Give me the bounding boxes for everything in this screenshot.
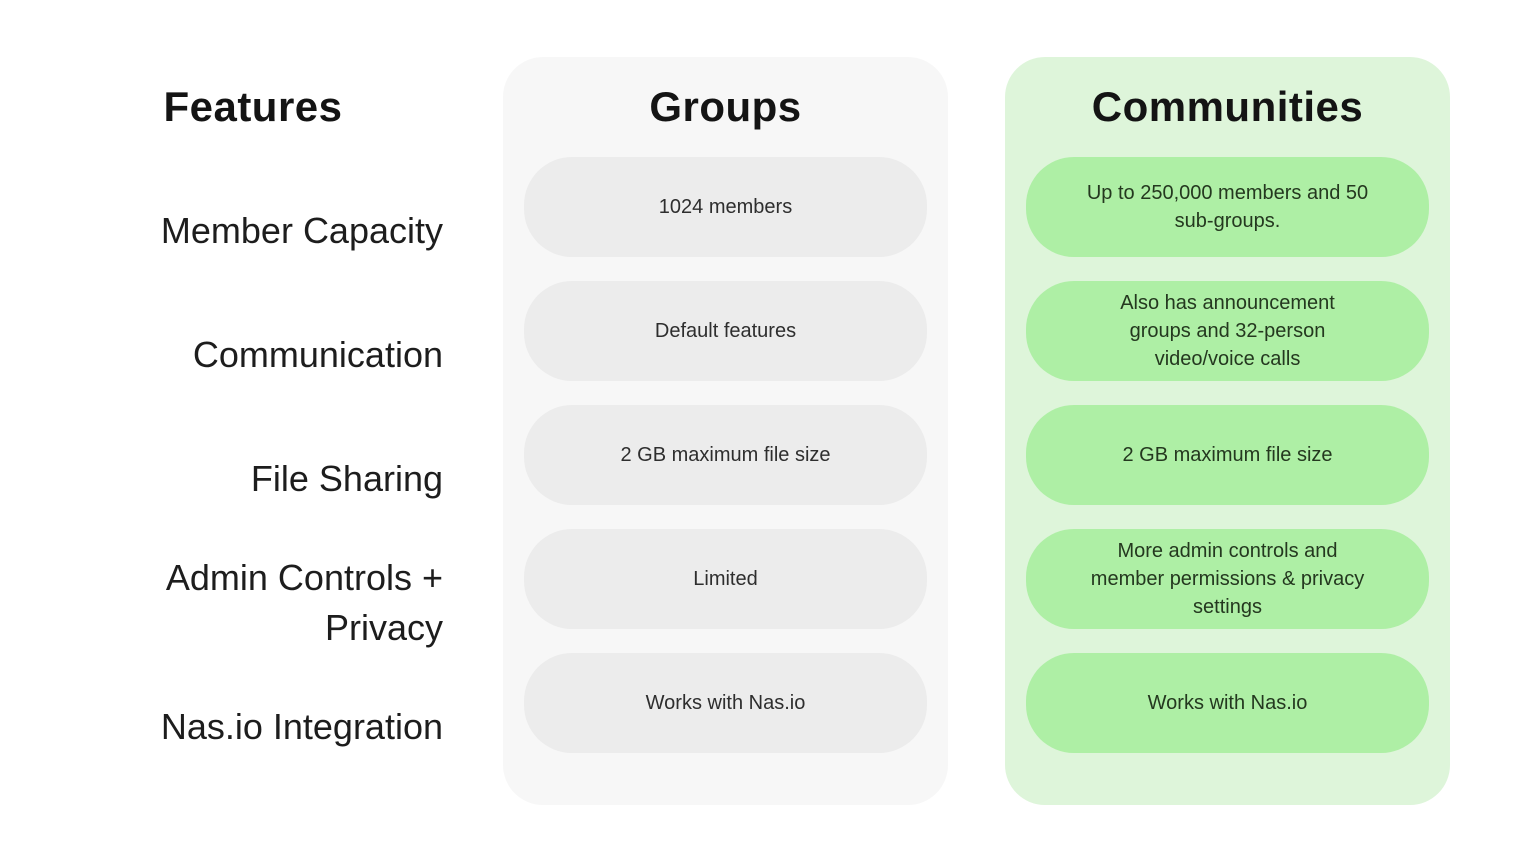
groups-cells: 1024 members Default features 2 GB maxim… <box>524 157 927 753</box>
cell-text: Limited <box>693 568 758 590</box>
cell-text: Works with Nas.io <box>645 692 806 714</box>
feature-label-text: Admin Controls + Privacy <box>165 556 443 648</box>
feature-label-nasio-integration: Nas.io Integration <box>0 677 443 777</box>
feature-label-file-sharing: File Sharing <box>0 429 443 529</box>
groups-cell-communication: Default features <box>524 281 927 381</box>
feature-label-admin-controls-privacy: Admin Controls + Privacy <box>0 553 443 653</box>
communities-cell-member-capacity: Up to 250,000 members and 50 sub-groups. <box>1026 157 1429 257</box>
cell-text: 2 GB maximum file size <box>1122 444 1333 466</box>
features-labels: Member Capacity Communication File Shari… <box>0 181 443 777</box>
cell-text: More admin controls and member permissio… <box>1090 540 1365 618</box>
feature-label-text: Nas.io Integration <box>160 705 443 747</box>
groups-column-header: Groups <box>649 83 802 130</box>
communities-cell-communication: Also has announcement groups and 32-pers… <box>1026 281 1429 381</box>
feature-label-text: Member Capacity <box>160 209 443 251</box>
groups-cell-nasio-integration: Works with Nas.io <box>524 653 927 753</box>
cell-text: Also has announcement groups and 32-pers… <box>1120 292 1335 370</box>
feature-label-communication: Communication <box>0 305 443 405</box>
cell-text: 2 GB maximum file size <box>620 444 831 466</box>
groups-cell-file-sharing: 2 GB maximum file size <box>524 405 927 505</box>
features-column-header: Features <box>163 83 343 130</box>
communities-cell-admin-controls-privacy: More admin controls and member permissio… <box>1026 529 1429 629</box>
groups-cell-member-capacity: 1024 members <box>524 157 927 257</box>
cell-text: Works with Nas.io <box>1147 692 1308 714</box>
communities-cells: Up to 250,000 members and 50 sub-groups.… <box>1026 157 1429 753</box>
groups-cell-admin-controls-privacy: Limited <box>524 529 927 629</box>
communities-panel: Communities Up to 250,000 members and 50… <box>1005 57 1450 805</box>
communities-column-header: Communities <box>1091 83 1364 130</box>
communities-cell-nasio-integration: Works with Nas.io <box>1026 653 1429 753</box>
communities-cell-file-sharing: 2 GB maximum file size <box>1026 405 1429 505</box>
feature-label-text: Communication <box>192 333 443 375</box>
groups-panel: Groups 1024 members Default features 2 G… <box>503 57 948 805</box>
cell-text: Up to 250,000 members and 50 sub-groups. <box>1086 182 1369 232</box>
cell-text: Default features <box>654 320 797 342</box>
feature-label-member-capacity: Member Capacity <box>0 181 443 281</box>
feature-label-text: File Sharing <box>250 457 443 499</box>
cell-text: 1024 members <box>658 196 793 218</box>
